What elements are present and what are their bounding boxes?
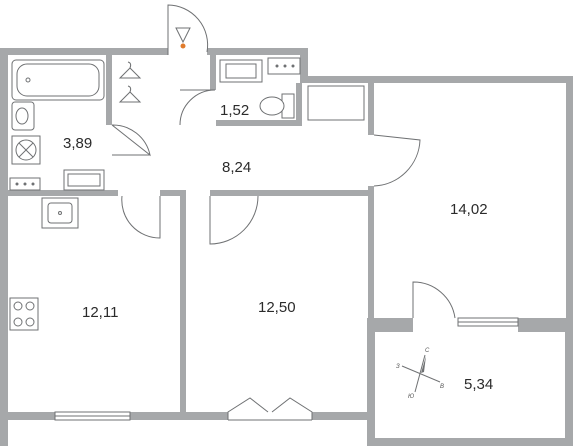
- balcony-area-label: 5,34: [464, 376, 493, 393]
- walls: [0, 48, 573, 446]
- compass-icon: С Ю В З: [396, 348, 444, 400]
- doors: [111, 4, 456, 319]
- compass-north: С: [425, 348, 430, 354]
- sink-icon: [41, 197, 79, 229]
- toilet-icon: [259, 93, 295, 119]
- counter-icon: [9, 177, 41, 191]
- toilet-area-label: 1,52: [220, 102, 249, 119]
- counter-icon: [267, 57, 301, 75]
- entrance-marker-icon: [175, 27, 191, 49]
- kitchen-area-label: 12,11: [82, 304, 118, 321]
- bedroom-area-label: 12,50: [258, 299, 296, 316]
- hanger-icon: [118, 61, 142, 79]
- bathtub-icon: [11, 59, 105, 101]
- hanger-icon: [118, 85, 142, 103]
- compass-south: Ю: [408, 394, 414, 400]
- hallway-area-label: 8,24: [222, 159, 251, 176]
- compass-east: В: [440, 384, 444, 390]
- living-room-area-label: 14,02: [450, 201, 488, 218]
- windows: [54, 317, 519, 421]
- bathroom-area-label: 3,89: [63, 135, 92, 152]
- stove-icon: [9, 297, 39, 331]
- sink-icon: [11, 101, 35, 131]
- compass-west: З: [396, 364, 400, 370]
- washing-machine-icon: [11, 135, 41, 165]
